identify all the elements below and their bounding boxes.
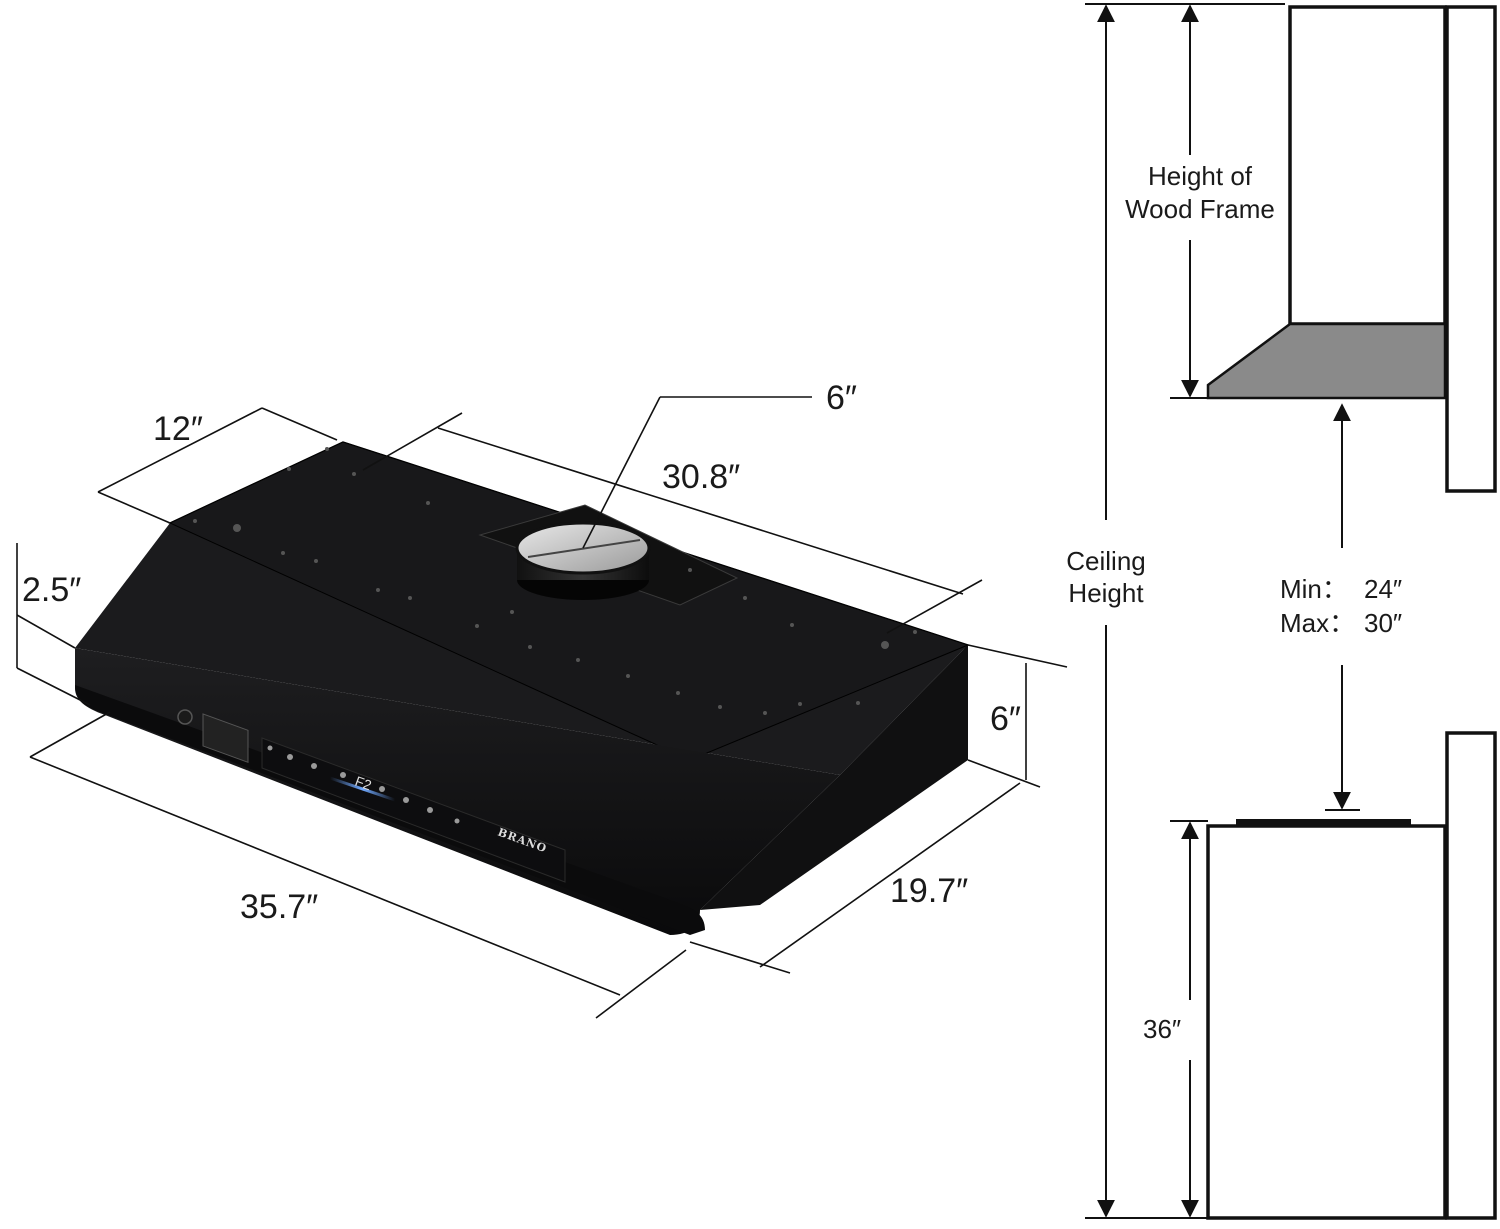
- min-clearance-value: 24″: [1364, 574, 1402, 604]
- cooktop: [1236, 819, 1411, 826]
- dimension-back-height: 6″: [990, 700, 1021, 738]
- max-clearance-value: 30″: [1364, 608, 1402, 638]
- dimension-front-height: 2.5″: [22, 571, 81, 609]
- dimension-depth-top: 12″: [153, 410, 203, 448]
- min-clearance-label: Min：: [1280, 574, 1348, 604]
- counter-height-value: 36″: [1143, 1014, 1181, 1044]
- wood-frame-label-line1: Height of: [1148, 161, 1253, 191]
- ceiling-height-label-line2: Height: [1068, 578, 1144, 608]
- dimension-duct-diameter: 6″: [826, 379, 857, 417]
- lower-cabinet: [1206, 824, 1447, 1220]
- ceiling-height-label-line1: Ceiling: [1066, 546, 1146, 576]
- max-clearance-label: Max：: [1280, 608, 1355, 638]
- upper-cabinet: [1288, 5, 1447, 326]
- dimension-depth-side: 19.7″: [890, 872, 968, 910]
- hood-profile: [1206, 322, 1447, 400]
- installation-diagram: [1085, 3, 1497, 1220]
- wall-lower: [1445, 731, 1497, 1220]
- fan-speed-display: F2: [353, 773, 374, 794]
- wall-upper: [1445, 5, 1497, 493]
- dimension-width-front: 35.7″: [240, 888, 318, 926]
- wood-frame-label-line2: Wood Frame: [1125, 194, 1275, 224]
- hood-dimension-lines: [16, 396, 1068, 1019]
- range-hood-illustration: BRANO F2: [75, 441, 970, 935]
- dimension-width-top: 30.8″: [662, 458, 740, 496]
